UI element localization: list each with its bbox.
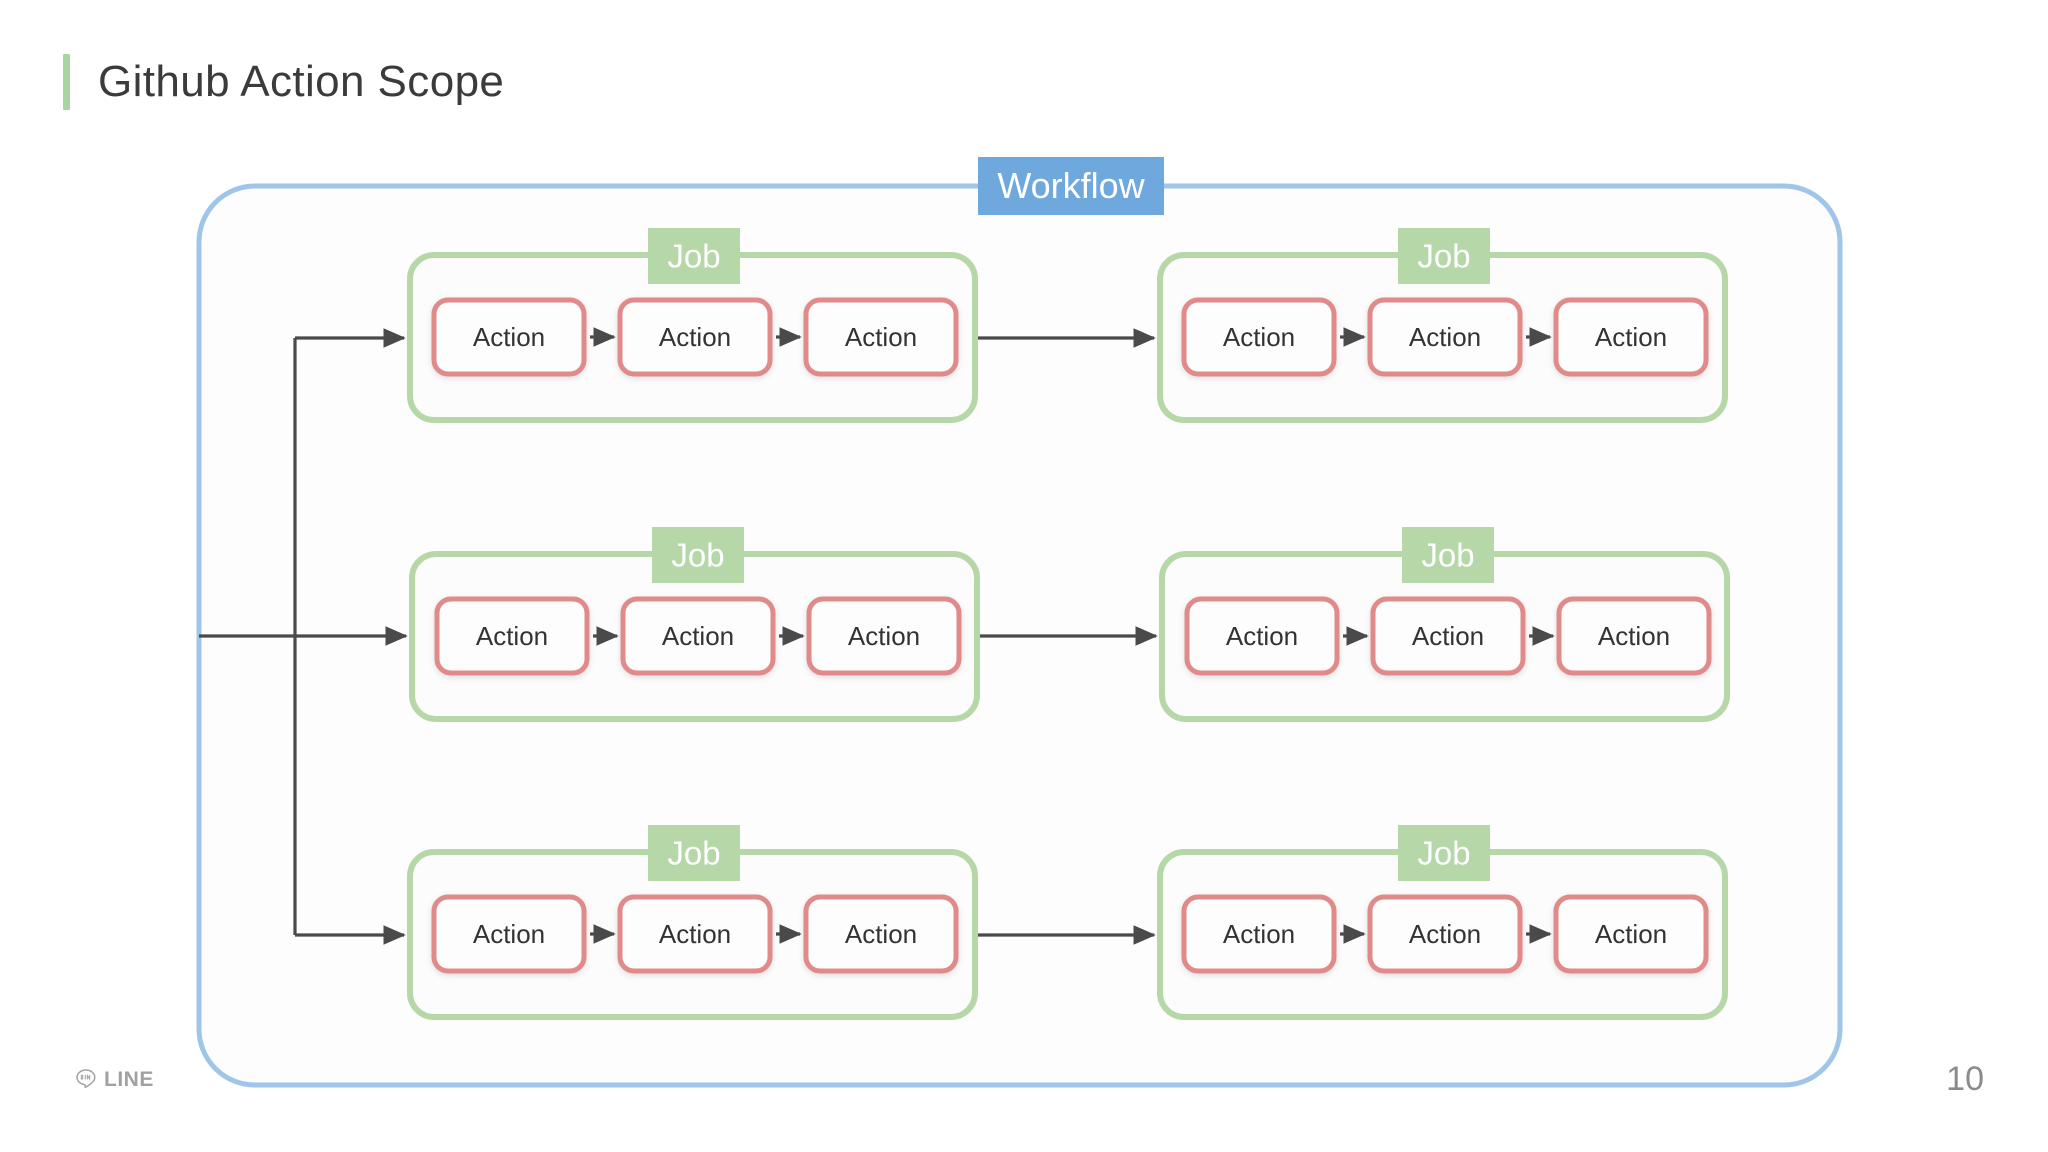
- action-border: [431, 894, 587, 974]
- action-box[interactable]: [806, 596, 962, 676]
- action-border: [1181, 297, 1337, 377]
- job-label-chip: [652, 527, 744, 583]
- line-brand-logo: LINE: [75, 1068, 154, 1090]
- workflow-label-chip: [978, 157, 1164, 215]
- job-label-chip: [1398, 228, 1490, 284]
- line-speech-bubble-icon: [76, 1069, 96, 1088]
- action-box[interactable]: [434, 596, 590, 676]
- action-box[interactable]: [803, 894, 959, 974]
- action-box[interactable]: [1367, 894, 1523, 974]
- job-row-1: [407, 228, 1728, 423]
- action-border: [1181, 894, 1337, 974]
- action-box[interactable]: [617, 297, 773, 377]
- action-box[interactable]: [803, 297, 959, 377]
- job-connectors: [975, 328, 1158, 945]
- action-box[interactable]: [431, 894, 587, 974]
- action-box[interactable]: [1184, 596, 1340, 676]
- job-label-chip: [1398, 825, 1490, 881]
- action-box[interactable]: [1181, 894, 1337, 974]
- action-border: [431, 297, 587, 377]
- action-box[interactable]: [1556, 596, 1712, 676]
- page-number: 10: [1946, 1060, 1984, 1098]
- page-title-group: Github Action Scope: [63, 52, 504, 112]
- fanout-connectors: [199, 328, 408, 945]
- action-border: [1367, 894, 1523, 974]
- line-brand-text: LINE: [104, 1067, 154, 1091]
- action-box[interactable]: [620, 596, 776, 676]
- action-border: [1370, 596, 1526, 676]
- action-border: [1553, 894, 1709, 974]
- action-box[interactable]: [1370, 596, 1526, 676]
- action-box[interactable]: [431, 297, 587, 377]
- action-border: [806, 596, 962, 676]
- action-box[interactable]: [1553, 297, 1709, 377]
- job-label-chip: [648, 825, 740, 881]
- job-row-3: [407, 825, 1728, 1020]
- job-label-chip: [648, 228, 740, 284]
- action-border: [803, 894, 959, 974]
- action-border: [617, 894, 773, 974]
- action-border: [1553, 297, 1709, 377]
- title-accent-bar: [63, 54, 70, 110]
- page-title: Github Action Scope: [98, 57, 505, 106]
- action-border: [803, 297, 959, 377]
- action-border: [620, 596, 776, 676]
- action-box[interactable]: [617, 894, 773, 974]
- action-border: [1556, 596, 1712, 676]
- job-row-2: [409, 527, 1730, 722]
- action-box[interactable]: [1367, 297, 1523, 377]
- action-border: [1184, 596, 1340, 676]
- job-label-chip: [1402, 527, 1494, 583]
- action-box[interactable]: [1553, 894, 1709, 974]
- action-border: [617, 297, 773, 377]
- action-border: [434, 596, 590, 676]
- action-border: [1367, 297, 1523, 377]
- action-box[interactable]: [1181, 297, 1337, 377]
